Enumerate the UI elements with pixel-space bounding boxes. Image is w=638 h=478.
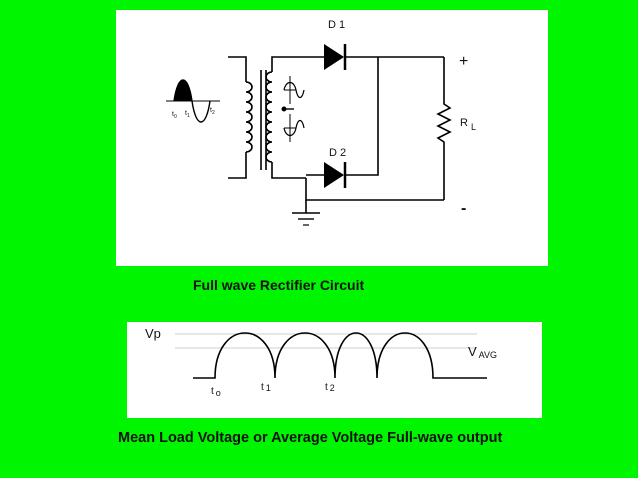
- secondary-phase-symbols: [283, 76, 305, 142]
- plus-label: +: [459, 53, 468, 70]
- output-caption: Mean Load Voltage or Average Voltage Ful…: [118, 430, 503, 446]
- input-sine-wave: t0 t1 t2: [166, 79, 220, 123]
- input-t1-label: t1: [185, 110, 190, 119]
- circuit-diagram-panel: t0 t1 t2: [116, 10, 548, 266]
- minus-label: -: [461, 200, 466, 217]
- d1-label: D 1: [328, 19, 345, 31]
- transformer-secondary: [265, 56, 326, 179]
- d2-output-wire: [345, 57, 379, 176]
- ground-symbol: [292, 200, 320, 226]
- input-t0-label: t0: [172, 111, 177, 120]
- circuit-caption: Full wave Rectifier Circuit: [193, 277, 365, 293]
- diode-d1: [324, 44, 347, 70]
- d2-label: D 2: [329, 147, 346, 159]
- input-t2-label: t2: [210, 107, 215, 116]
- vp-label: Vp: [145, 326, 161, 341]
- circuit-diagram: t0 t1 t2: [166, 19, 476, 226]
- rectified-wave: [193, 332, 487, 379]
- transformer-primary: [228, 56, 253, 179]
- diode-d2: [324, 162, 347, 188]
- load-resistor: [436, 57, 452, 200]
